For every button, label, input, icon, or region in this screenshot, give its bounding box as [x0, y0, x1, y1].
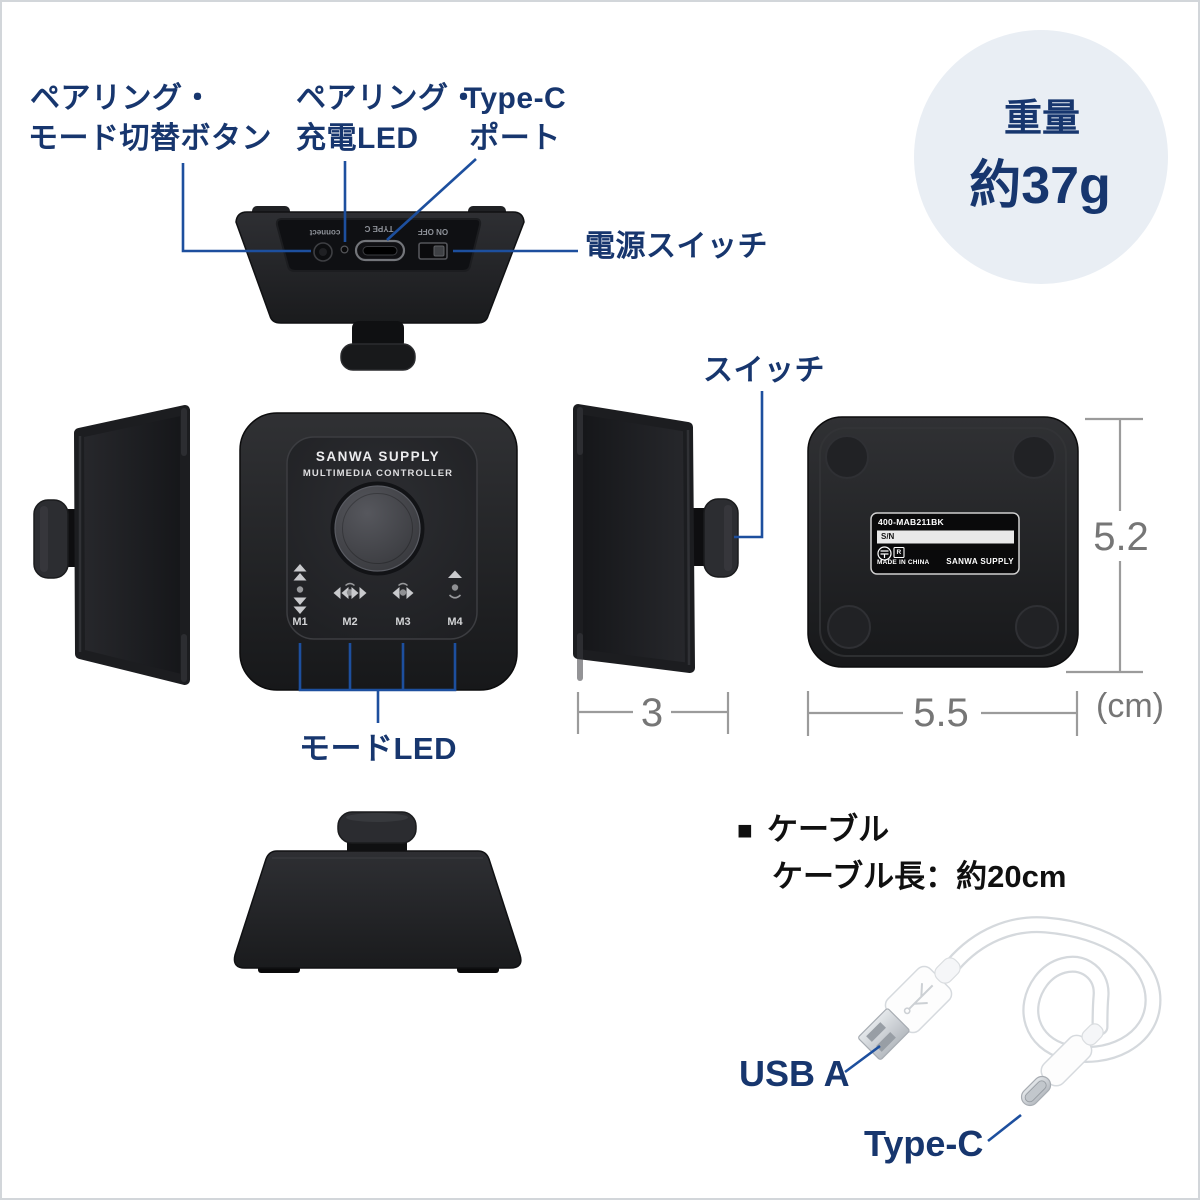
switch-line: [734, 391, 764, 539]
usb-cable: [858, 916, 1162, 1107]
plate-model-number: 400-MAB211BK: [878, 517, 944, 527]
mode-label-m4: M4: [447, 616, 463, 628]
dim-width-value: 5.5: [913, 691, 969, 735]
top-view-knob: [340, 321, 416, 371]
dim-height-5-2: [1066, 417, 1143, 674]
weight-title: 重量: [1003, 98, 1081, 140]
dim-depth-3: [576, 692, 730, 734]
weight-value: 約37g: [969, 157, 1111, 215]
volume-icons: [293, 564, 307, 614]
plate-serial-label: S/N: [881, 532, 895, 541]
power-switch-label: 電源スイッチ: [585, 230, 768, 263]
charge-led-label-line2: 充電LED: [296, 122, 419, 155]
dim-unit: (cm): [1096, 687, 1164, 725]
mode-led-lines: [298, 643, 457, 723]
plate-origin: MADE IN CHINA: [877, 559, 930, 566]
type-c-label: Type-C: [864, 1123, 984, 1164]
serial-number-bar: [877, 530, 1014, 544]
left-side-view: [33, 405, 190, 685]
dim-depth-value: 3: [640, 691, 664, 735]
connect-marking: connect: [309, 228, 341, 237]
elevation-knob: [337, 811, 417, 855]
pairing-button: [313, 242, 333, 262]
mode-led-label: モードLED: [299, 731, 457, 766]
usb-a-line: [844, 1044, 881, 1074]
seek-icons: [333, 582, 367, 599]
type-c-connector: [1020, 1023, 1104, 1107]
mode-label-m2: M2: [342, 616, 358, 628]
front-brand-logo: SANWA SUPPLY: [315, 449, 441, 464]
dim-width-5-5: [806, 691, 1079, 736]
track-icons: [392, 582, 414, 599]
product-label-plate: [870, 512, 1020, 575]
type-c-port-label-line1: Type-C: [463, 82, 567, 115]
mode-label-m1: M1: [292, 616, 308, 628]
usb-a-connector: [858, 957, 961, 1060]
charge-led-label-line1: ペアリング・: [296, 82, 479, 115]
charge-led: [340, 245, 349, 254]
right-view-knob: [690, 498, 739, 578]
type-c-port: [354, 239, 406, 262]
plate-brand-logo: SANWA SUPPLY: [946, 557, 1014, 566]
rubber-feet: [825, 435, 1059, 649]
plate-r-mark: R: [896, 549, 902, 556]
pairing-mode-label-line2: モード切替ボタン: [28, 122, 272, 155]
type-c-port-label-line2: ポート: [469, 122, 561, 155]
on-off-marking: ON OFF: [417, 227, 449, 236]
usb-a-label: USB A: [739, 1053, 850, 1094]
power-switch-toggle: [418, 242, 448, 260]
weight-badge-circle: [914, 30, 1168, 284]
top-ports-view: [235, 206, 525, 371]
cable-length-text: ケーブル長：約20cm: [772, 859, 1067, 894]
type-c-marking: TYPE C: [364, 224, 394, 233]
rotary-knob: [330, 481, 425, 576]
pairing-mode-label-line1: ペアリング・: [30, 82, 213, 115]
bottom-view: [807, 416, 1079, 668]
cable-heading-title: ケーブル: [767, 812, 890, 847]
type-c-line: [987, 1113, 1022, 1143]
switch-label: スイッチ: [703, 354, 825, 387]
front-view: [239, 412, 518, 691]
callout-lines: [181, 158, 1022, 1143]
front-elevation-view: [233, 811, 522, 973]
pse-mark-icon: [877, 546, 892, 561]
mode4-icons: [448, 570, 462, 599]
pairing-button-line: [181, 163, 311, 253]
r-mark-box: [893, 546, 905, 559]
media-icons: [293, 564, 462, 614]
type-c-port-line: [386, 158, 477, 241]
dim-height-value: 5.2: [1093, 515, 1149, 559]
front-product-name: MULTIMEDIA CONTROLLER: [302, 468, 454, 479]
mode-label-m3: M3: [395, 616, 411, 628]
cable-heading-marker: ■: [737, 815, 753, 845]
dimension-lines: [576, 417, 1143, 736]
right-side-view: [573, 404, 739, 681]
